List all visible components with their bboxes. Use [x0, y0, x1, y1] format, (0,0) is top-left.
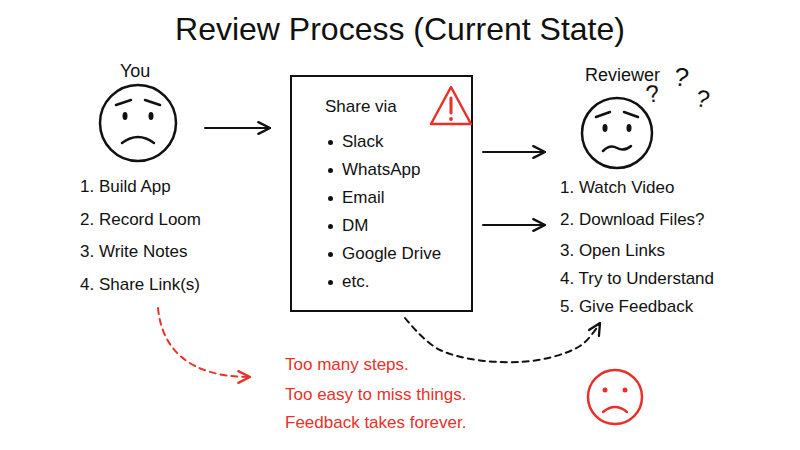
face-eye [149, 112, 154, 120]
step-item: 4. Share Link(s) [80, 275, 200, 295]
bullet-dot [328, 140, 333, 145]
sad-face [100, 85, 176, 161]
box-heading: Share via [325, 97, 397, 117]
bullet-dot [328, 280, 333, 285]
flow-arrow [205, 127, 270, 129]
channel-item: Slack [342, 132, 384, 152]
channel-box: Share viaSlackWhatsAppEmailDM Google Driv… [290, 75, 473, 312]
person-group: You 1. Build App 2. Record Loom 3. Write No… [75, 55, 205, 300]
sad-face-red [588, 370, 642, 424]
bullet-dot [328, 224, 333, 229]
flow-arrow [405, 318, 600, 362]
face-eye [123, 112, 128, 120]
person-label: You [120, 61, 150, 83]
worried-face [582, 98, 652, 168]
step-item: 2. Record Loom [80, 210, 201, 230]
problem-note: Feedback takes forever. [285, 413, 466, 433]
channel-item: WhatsApp [342, 160, 420, 180]
step-item: 3. Write Notes [80, 242, 187, 262]
face-eye [623, 388, 628, 393]
step-item: 2. Download Files? [560, 210, 705, 230]
face-brow [116, 100, 131, 105]
step-item: 3. Open Links [560, 241, 665, 261]
face-brow [624, 112, 638, 117]
problem-note: Too easy to miss things. [285, 385, 466, 405]
leader-arrow [158, 308, 250, 377]
face-outline [588, 370, 642, 424]
face-brow [596, 112, 610, 117]
face-eye [603, 124, 608, 132]
step-item: 4. Try to Understand [560, 269, 714, 289]
diagram-title: Review Process (Current State) [0, 10, 800, 48]
face-mouth [603, 146, 631, 151]
bullet-dot [328, 168, 333, 173]
face-eye [627, 124, 632, 132]
channel-item: Email [342, 188, 385, 208]
bullet-dot [328, 196, 333, 201]
flow-arrow [483, 224, 545, 226]
face-outline [582, 98, 652, 168]
channel-item: Google Drive [342, 244, 441, 264]
face-outline [100, 85, 176, 161]
channel-item: etc. [342, 272, 369, 292]
face-brow [145, 100, 160, 105]
channel-item: DM [342, 216, 368, 236]
step-item: 1. Build App [80, 177, 171, 197]
step-item: 1. Watch Video [560, 178, 674, 198]
flow-arrow [483, 151, 545, 153]
bullet-dot [328, 252, 333, 257]
problem-note: Too many steps. [285, 355, 409, 375]
face-eye [603, 388, 608, 393]
face-mouth [603, 407, 627, 412]
step-item: 5. Give Feedback [560, 297, 693, 317]
question-mark: ? [693, 84, 712, 115]
question-mark: ? [672, 61, 691, 94]
face-mouth [122, 137, 154, 143]
